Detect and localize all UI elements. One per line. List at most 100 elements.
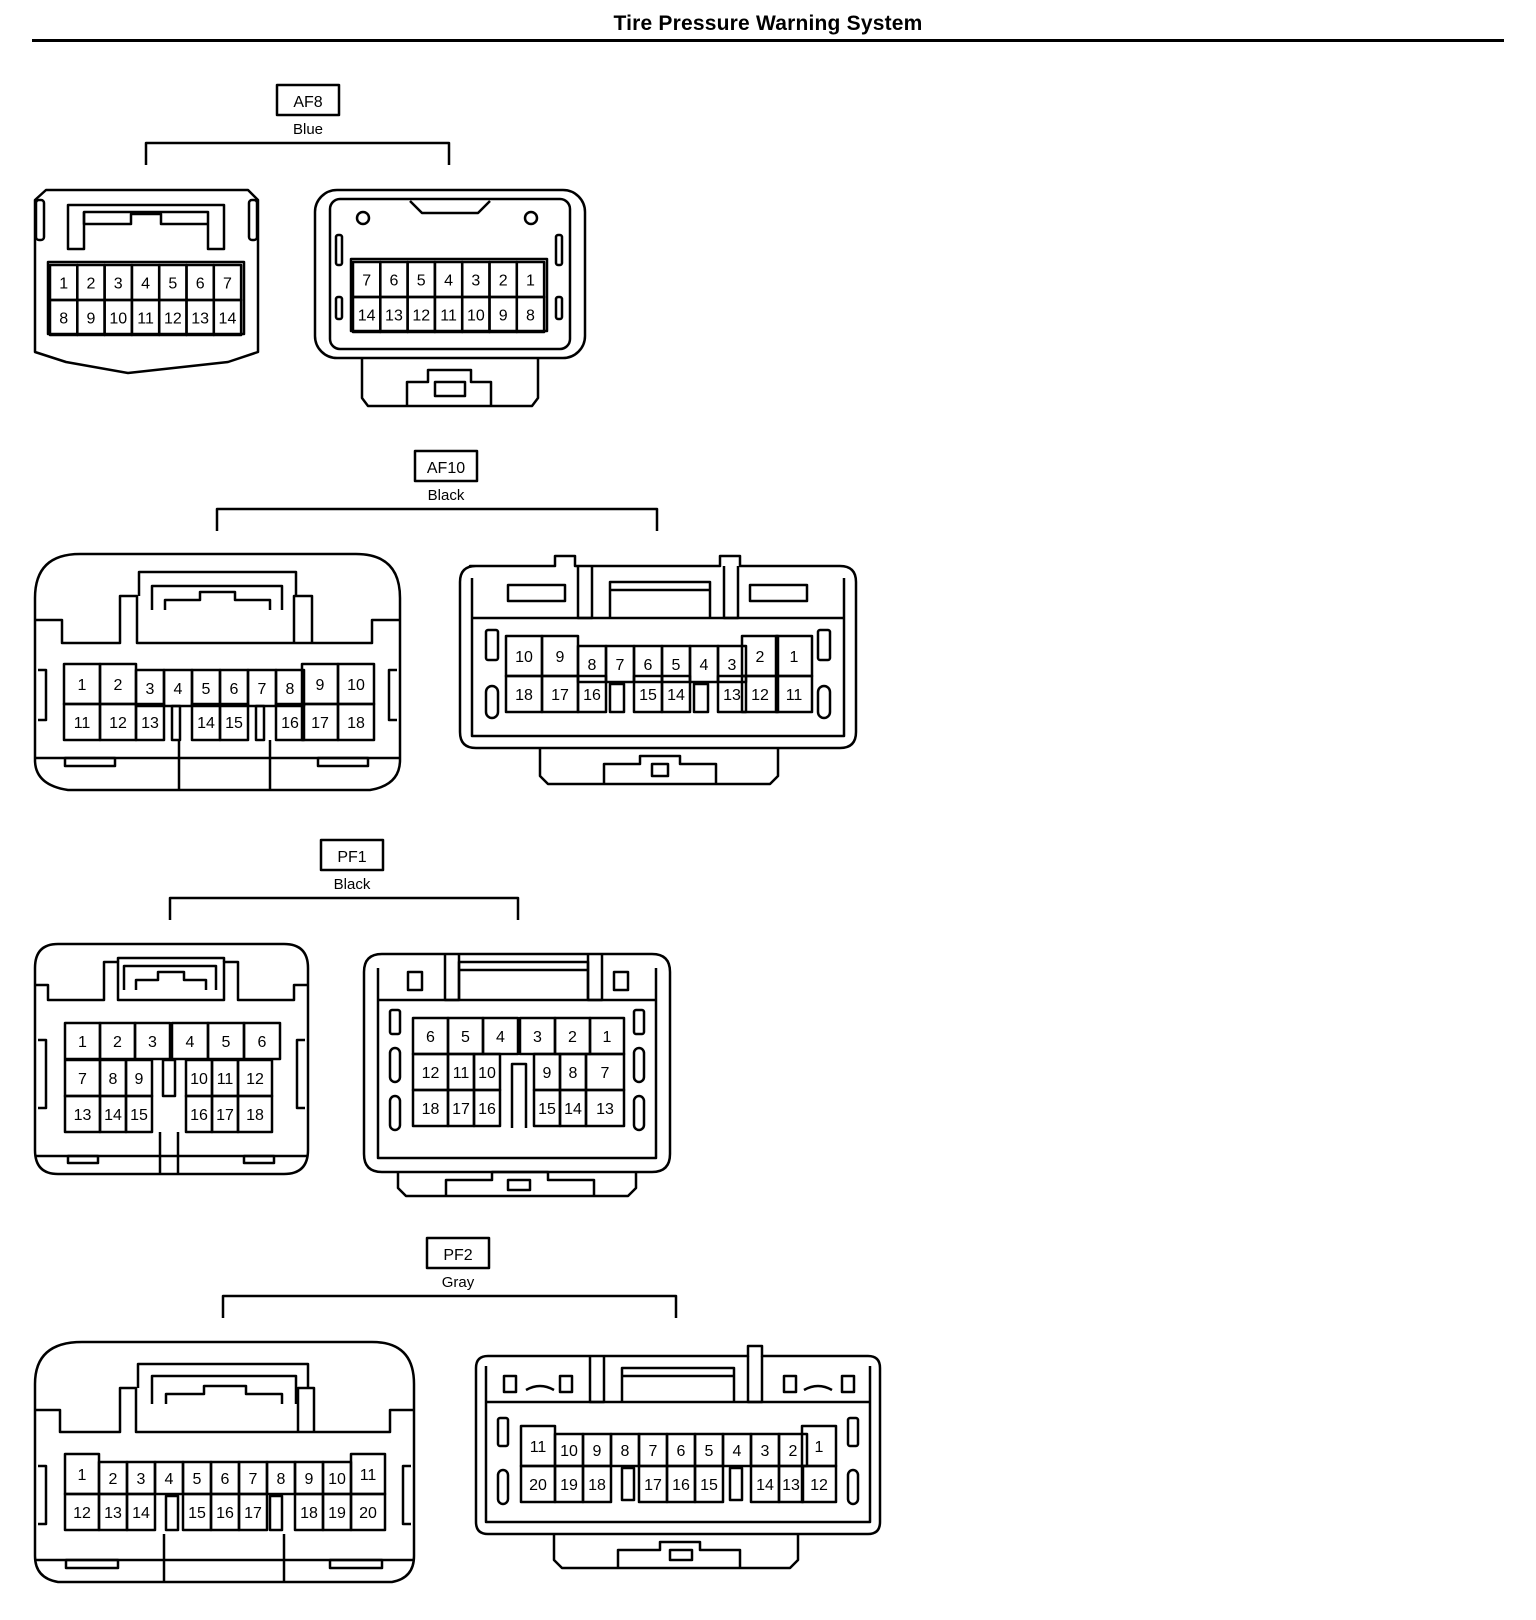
- pin-cell: [236, 1094, 274, 1134]
- pin-number: 1: [790, 649, 799, 666]
- pin-number: 16: [281, 715, 299, 732]
- pin-number: 3: [114, 276, 123, 293]
- connector-id: PF2: [443, 1247, 472, 1264]
- pin-number: 12: [246, 1071, 264, 1088]
- pin-number: 11: [74, 715, 91, 732]
- pin-cell: [237, 1492, 269, 1532]
- pin-number: 20: [359, 1505, 377, 1522]
- af10-right-gap: [608, 682, 626, 714]
- pin-number: 19: [560, 1477, 578, 1494]
- pin-number: 6: [677, 1443, 686, 1460]
- pin-number: 6: [258, 1034, 267, 1051]
- pf2-right-inner: [484, 1366, 872, 1524]
- pin-number: 4: [496, 1029, 505, 1046]
- pin-number: 7: [616, 657, 625, 674]
- pf2-left-foot: [328, 1558, 384, 1570]
- pin-number: 5: [168, 276, 177, 293]
- pin-number: 3: [146, 681, 155, 698]
- pin-number: 9: [556, 649, 565, 666]
- pin-number: 9: [543, 1065, 552, 1082]
- pf1-left-foot: [66, 1154, 100, 1165]
- pin-number: 12: [164, 311, 182, 328]
- pf2-left-latch-key: [164, 1384, 284, 1404]
- pf2-right-tab: [558, 1374, 574, 1394]
- pf1-left-latch-key: [134, 970, 208, 990]
- pin-cell: [212, 298, 243, 337]
- pin-number: 11: [360, 1467, 377, 1484]
- af10-right-side-slot: [816, 628, 832, 662]
- af10-right-slot-left: [506, 583, 567, 603]
- af8-left-notch: [247, 198, 259, 242]
- pin-number: 16: [216, 1505, 234, 1522]
- pin-number: 15: [700, 1477, 718, 1494]
- pf1-right-lock-inner: [444, 1170, 596, 1196]
- af8-right-key: [409, 200, 491, 215]
- pin-number: 4: [141, 276, 150, 293]
- pin-number: 5: [222, 1034, 231, 1051]
- connector-color: Gray: [442, 1274, 475, 1291]
- pin-cell: [576, 674, 608, 714]
- pf2-left-gap: [164, 1494, 180, 1532]
- pin-number: 6: [389, 273, 398, 290]
- pin-number: 1: [815, 1439, 824, 1456]
- pin-number: 18: [300, 1505, 318, 1522]
- pin-number: 18: [588, 1477, 606, 1494]
- pf2-right-side-slot: [496, 1416, 510, 1448]
- connector-color: Blue: [293, 121, 323, 138]
- pin-number: 9: [316, 677, 325, 694]
- pin-number: 1: [78, 1467, 87, 1484]
- af8-left-notch: [34, 198, 46, 242]
- connector-id: AF10: [427, 460, 465, 477]
- pin-number: 14: [756, 1477, 774, 1494]
- af8-right-slot: [554, 295, 564, 321]
- pf2-left-housing: [33, 1340, 416, 1584]
- pin-number: 2: [568, 1029, 577, 1046]
- pin-number: 1: [78, 677, 87, 694]
- pin-number: 3: [761, 1443, 770, 1460]
- pin-number: 17: [644, 1477, 662, 1494]
- pin-number: 8: [621, 1443, 630, 1460]
- pf2-right-side-slot: [846, 1416, 860, 1448]
- pin-number: 11: [137, 311, 154, 328]
- pf1-right-side-oval: [388, 1094, 402, 1132]
- connector-color: Black: [334, 876, 371, 893]
- pin-number: 1: [603, 1029, 612, 1046]
- pin-number: 17: [216, 1107, 234, 1124]
- af8-left-latch: [66, 203, 226, 251]
- pin-cell: [716, 644, 748, 684]
- pin-number: 10: [515, 649, 533, 666]
- pf2-right-gap: [728, 1466, 744, 1502]
- af8-left-latch-inner: [82, 212, 208, 226]
- page-title: Tire Pressure Warning System: [613, 12, 923, 35]
- pin-number: 9: [499, 308, 508, 325]
- pin-number: 3: [148, 1034, 157, 1051]
- pf1-right-lock: [396, 1172, 638, 1198]
- af10-right-lock-inner: [602, 754, 718, 784]
- pin-number: 16: [672, 1477, 690, 1494]
- pf1-right-post: [586, 954, 604, 1002]
- pin-number: 8: [286, 681, 295, 698]
- pf1-right-side-slot: [632, 1008, 646, 1036]
- pin-number: 10: [347, 677, 365, 694]
- pf1-right-side-slot: [388, 1008, 402, 1036]
- pf2-left-latch-inner: [150, 1374, 298, 1404]
- pf1-left-shoulder: [35, 960, 308, 1002]
- pin-cell: [274, 702, 306, 742]
- pin-number: 11: [530, 1439, 547, 1456]
- pin-number: 8: [59, 311, 68, 328]
- pin-number: 10: [190, 1071, 208, 1088]
- pin-number: 12: [751, 687, 769, 704]
- pf1-right-housing: [362, 952, 672, 1174]
- pf2-right-post: [588, 1356, 606, 1404]
- pf1-right-tab: [612, 970, 630, 992]
- pin-number: 10: [478, 1065, 496, 1082]
- pin-cell: [716, 674, 748, 714]
- pin-number: 4: [733, 1443, 742, 1460]
- pin-number: 16: [478, 1101, 496, 1118]
- pin-number: 11: [453, 1065, 470, 1082]
- pin-number: 11: [786, 687, 803, 704]
- af10-left-gap: [170, 704, 182, 742]
- pin-cell: [584, 1088, 626, 1128]
